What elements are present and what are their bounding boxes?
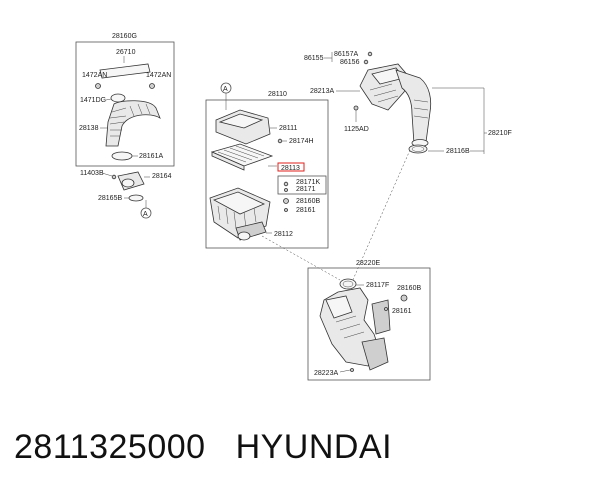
- parts-diagram: 28160G 26710 1472AN 1472AN 1471DG 28138 …: [75, 33, 512, 381]
- screw-icon: [277, 138, 283, 144]
- bolt-icon: [111, 174, 117, 180]
- label-28117f: 28117F: [366, 282, 389, 289]
- label-28161a: 28161A: [139, 153, 163, 160]
- label-28116b: 28116B: [446, 148, 470, 155]
- label-28160b-lower: 28160B: [397, 285, 421, 292]
- brand-name: HYUNDAI: [235, 428, 393, 466]
- sub-box-28171: [277, 175, 327, 195]
- label-28171: 28171: [296, 186, 316, 193]
- label-28220e: 28220E: [356, 260, 380, 267]
- hose-face: [325, 295, 353, 319]
- cover-top-face: [218, 113, 264, 129]
- group-air-duct: 86155 86157A 86156 28213A 1125AD 28210F …: [304, 51, 512, 155]
- clamp-ring-icon: [111, 151, 133, 161]
- label-28161-lower: 28161: [392, 308, 412, 315]
- clip-icon: [363, 59, 369, 65]
- ref-a-circle-icon: [140, 207, 152, 219]
- clip-icon: [367, 51, 373, 57]
- label-1472an-right: 1472AN: [146, 72, 171, 79]
- pin-icon: [284, 208, 288, 212]
- label-28164: 28164: [152, 173, 172, 180]
- label-28112: 28112: [274, 231, 293, 238]
- resonator-chamber: [361, 337, 389, 371]
- group-intake-resonator: 28220E 28117F 28160B 28161 28223A: [307, 260, 431, 381]
- bolt-icon: [353, 105, 359, 111]
- label-28210f: 28210F: [488, 130, 512, 137]
- label-86156: 86156: [340, 59, 360, 66]
- label-28213a: 28213A: [310, 88, 334, 95]
- group-box-28160g: [75, 41, 175, 167]
- part-number: 2811325000: [14, 428, 206, 466]
- highlight-box-28113: [277, 162, 305, 172]
- label-28111: 28111: [279, 125, 298, 132]
- label-28110: 28110: [268, 91, 287, 98]
- part-caption: 2811325000 HYUNDAI: [14, 428, 392, 467]
- gasket-28116b: [408, 144, 428, 154]
- label-28161-upper: 28161: [296, 207, 316, 214]
- label-28165b: 28165B: [98, 195, 122, 202]
- group-box-28220e: [307, 267, 431, 381]
- clamp-ring-icon: [339, 278, 357, 290]
- grommet-icon: [283, 198, 289, 204]
- label-28113: 28113: [281, 165, 300, 172]
- label-28171k: 28171K: [296, 179, 320, 186]
- label-28223a: 28223A: [314, 370, 338, 377]
- body-inner: [212, 191, 265, 215]
- label-1471dg: 1471DG: [80, 97, 106, 104]
- group-hose-assembly: 28160G 26710 1472AN 1472AN 1471DG 28138 …: [75, 33, 175, 167]
- sensor-port-icon: [121, 178, 135, 188]
- filter-element-28113: [210, 143, 274, 167]
- group-air-cleaner: 28110 A 28111 28174H 28113 28171K 28171 …: [205, 82, 329, 249]
- hose-28138: [105, 100, 161, 147]
- bolt-icon: [283, 181, 289, 187]
- duct-28210f: [395, 69, 432, 145]
- label-86155: 86155: [304, 55, 324, 62]
- label-86157a: 86157A: [334, 51, 358, 58]
- label-28160g: 28160G: [112, 33, 137, 40]
- group-box-28110: [205, 99, 329, 249]
- clamp-icon: [149, 83, 155, 89]
- hose-26710: [99, 63, 151, 79]
- bracket-part: [371, 299, 391, 335]
- clamp-ring-icon: [110, 93, 126, 103]
- grommet-icon: [400, 294, 408, 302]
- bolt-icon: [350, 368, 354, 372]
- label-28138: 28138: [79, 125, 99, 132]
- washer-icon: [284, 188, 288, 192]
- label-11403b: 11403B: [80, 170, 104, 177]
- filter-edge: [211, 151, 245, 171]
- ref-a-bottom: A: [143, 211, 148, 218]
- gasket-icon: [128, 194, 144, 202]
- label-28160b-upper: 28160B: [296, 198, 320, 205]
- group-sensor-parts: 11403B 28164 28165B A: [80, 170, 172, 219]
- label-26710: 26710: [116, 49, 136, 56]
- ref-a-top: A: [223, 86, 228, 93]
- pin-icon: [384, 307, 388, 311]
- clamp-icon: [95, 83, 101, 89]
- label-1472an-left: 1472AN: [82, 72, 107, 79]
- label-1125ad: 1125AD: [344, 126, 369, 133]
- outlet-port-icon: [237, 231, 251, 241]
- label-28174h: 28174H: [289, 138, 314, 145]
